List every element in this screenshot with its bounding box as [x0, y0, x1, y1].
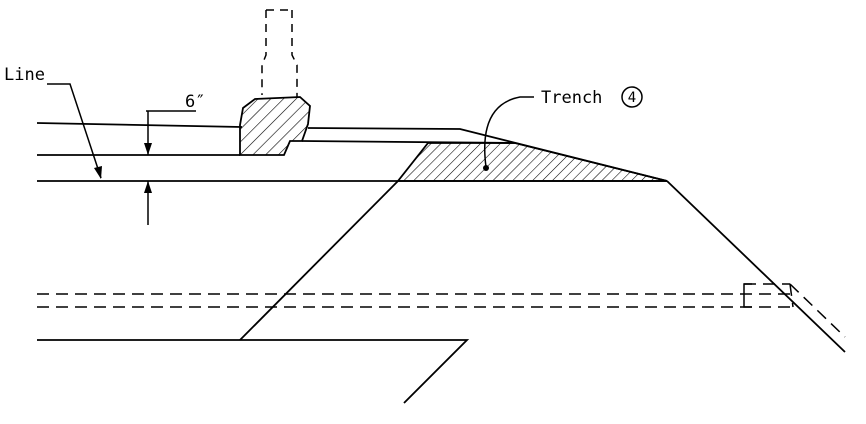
post-outline-dashed — [261, 9, 298, 97]
dimension-arrowhead-bottom — [144, 181, 152, 193]
trench-callout-number: 4 — [628, 90, 636, 106]
pipe-dashed-lines — [37, 283, 846, 338]
pavement-surface-line — [36, 122, 243, 128]
slab-bottom-line — [301, 140, 516, 144]
line-label: Line — [4, 65, 45, 85]
slab-top-line — [307, 127, 668, 182]
dimension-label: 6″ — [185, 92, 205, 112]
line-leader-arrowhead — [94, 166, 102, 179]
pipe-end-bracket — [743, 283, 752, 308]
excavation-slope-left — [239, 180, 399, 341]
trench-leader — [484, 96, 534, 168]
existing-base-line — [37, 339, 470, 404]
excavation-slope-right — [666, 180, 846, 353]
trench-hatched-area — [396, 142, 668, 182]
dimension-arrowhead-top — [144, 143, 152, 155]
trench-label: Trench — [541, 88, 602, 108]
trench-callout-circle — [621, 86, 643, 108]
line-label-leader — [47, 83, 102, 179]
trench-leader-dot — [483, 165, 489, 171]
curb-section — [239, 96, 311, 156]
